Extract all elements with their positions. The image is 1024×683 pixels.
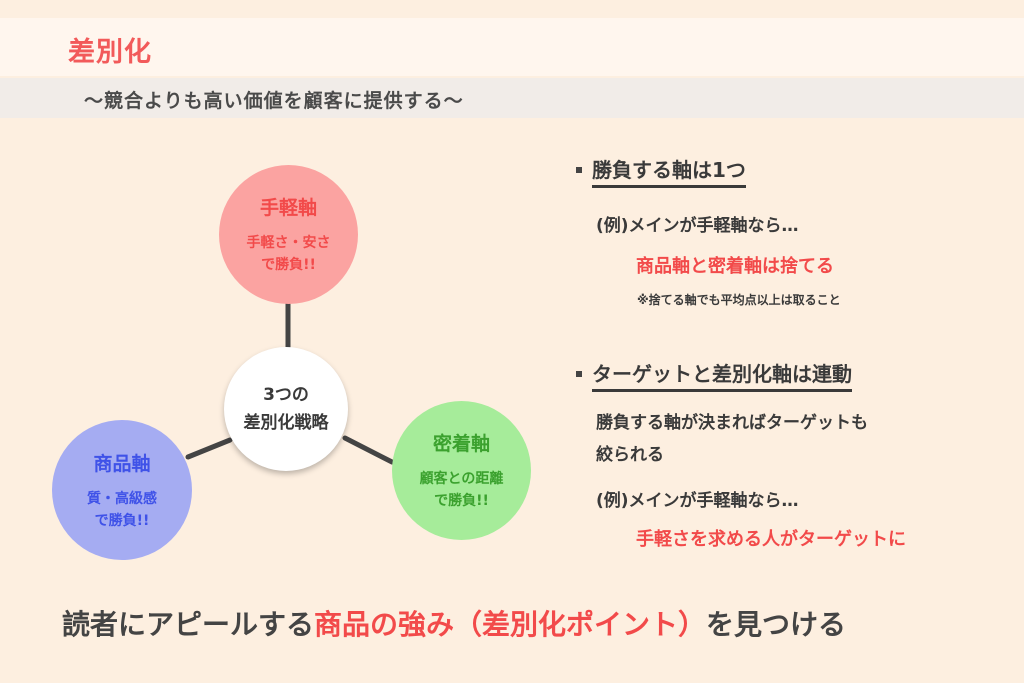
footer-part2: 商品の強み（差別化ポイント） bbox=[314, 608, 707, 641]
center-line2: 差別化戦略 bbox=[243, 413, 329, 433]
section1-example: (例)メインが手軽軸なら… bbox=[596, 216, 799, 236]
center-line1: 3つの bbox=[263, 385, 309, 405]
section2-line2: 絞られる bbox=[596, 445, 664, 465]
node-convenience-desc1: 手軽さ・安さ bbox=[246, 235, 331, 251]
section1-note: ※捨てる軸でも平均点以上は取ること bbox=[637, 293, 841, 307]
connector-left bbox=[185, 437, 233, 460]
subtitle-band bbox=[0, 78, 1024, 118]
connector-right bbox=[342, 435, 395, 465]
section2-example: (例)メインが手軽軸なら… bbox=[596, 491, 799, 511]
section2-line1: 勝負する軸が決まればターゲットも bbox=[596, 413, 868, 433]
section2-heading: ターゲットと差別化軸は連動 bbox=[592, 358, 852, 392]
node-center: 3つの 差別化戦略 bbox=[224, 347, 348, 471]
node-product-desc1: 質・高級感 bbox=[87, 490, 157, 507]
node-intimacy-desc2: で勝負!! bbox=[434, 493, 489, 509]
node-product-desc2: で勝負!! bbox=[94, 512, 150, 529]
footer-part1: 読者にアピールする bbox=[62, 608, 315, 641]
section1-highlight: 商品軸と密着軸は捨てる bbox=[636, 256, 834, 277]
node-convenience-name: 手軽軸 bbox=[259, 197, 317, 219]
node-convenience-desc2: で勝負!! bbox=[261, 257, 316, 273]
title-band bbox=[0, 18, 1024, 76]
node-product-name: 商品軸 bbox=[93, 452, 151, 475]
node-product: 商品軸 質・高級感 で勝負!! bbox=[52, 420, 192, 560]
node-intimacy-desc1: 顧客との距離 bbox=[419, 471, 504, 487]
section2-highlight: 手軽さを求める人がターゲットに bbox=[636, 529, 906, 550]
section1-heading: 勝負する軸は1つ bbox=[592, 154, 746, 188]
bullet-icon bbox=[576, 167, 582, 173]
page-subtitle: 〜競合よりも高い価値を顧客に提供する〜 bbox=[84, 90, 464, 112]
bullet-icon bbox=[576, 371, 582, 377]
page-title: 差別化 bbox=[68, 37, 152, 68]
node-intimacy-name: 密着軸 bbox=[432, 433, 490, 455]
node-convenience: 手軽軸 手軽さ・安さ で勝負!! bbox=[219, 165, 358, 304]
footer-message: 読者にアピールする商品の強み（差別化ポイント）を見つける bbox=[62, 603, 846, 643]
node-intimacy: 密着軸 顧客との距離 で勝負!! bbox=[392, 401, 531, 540]
footer-part3: を見つける bbox=[706, 608, 847, 641]
